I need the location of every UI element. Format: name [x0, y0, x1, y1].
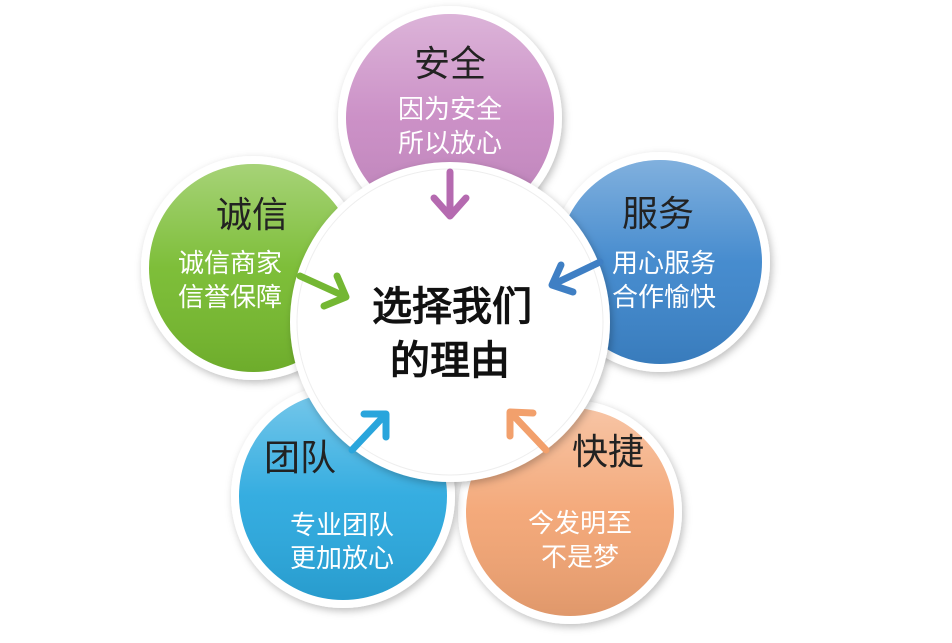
petal-title: 安全: [414, 44, 486, 85]
petal-line2: 不是梦: [541, 543, 619, 573]
arrow-head-icon: [506, 408, 537, 440]
arrow-shaft: [508, 410, 550, 454]
center-title-line2: 的理由: [390, 338, 510, 384]
petal-line1: 专业团队: [290, 511, 394, 541]
arrow-from-team: [348, 410, 390, 454]
petal-line2: 信誉保障: [178, 283, 282, 313]
center-title-line1: 选择我们: [372, 284, 532, 330]
arrow-shaft: [550, 258, 604, 288]
arrow-from-integrity: [296, 272, 350, 310]
arrow-from-speed: [506, 408, 550, 454]
petal-line1: 因为安全: [398, 95, 502, 125]
petal-gloss: [346, 14, 554, 222]
petal-line2: 所以放心: [398, 129, 502, 159]
petal-service: 服务 用心服务 合作愉快: [550, 152, 770, 372]
petal-line1: 今发明至: [528, 509, 632, 539]
arrow-from-safety: [430, 168, 470, 220]
petal-line2: 更加放心: [290, 544, 394, 574]
arrow-head-icon: [360, 410, 390, 441]
petal-line1: 用心服务: [612, 249, 716, 279]
arrow-shaft: [348, 412, 388, 454]
arrow-from-service: [548, 258, 604, 296]
arrow-head-icon: [320, 272, 350, 310]
petal-line2: 合作愉快: [612, 283, 716, 313]
arrow-shaft: [296, 272, 348, 300]
arrow-head-icon: [430, 194, 470, 220]
center-hub: [290, 162, 610, 482]
petal-title: 诚信: [216, 195, 288, 236]
petal-line1: 诚信商家: [178, 249, 282, 279]
petal-title: 团队: [264, 438, 336, 479]
arrow-head-icon: [548, 261, 577, 296]
petal-title: 服务: [622, 194, 694, 235]
petal-title: 快捷: [572, 432, 644, 473]
